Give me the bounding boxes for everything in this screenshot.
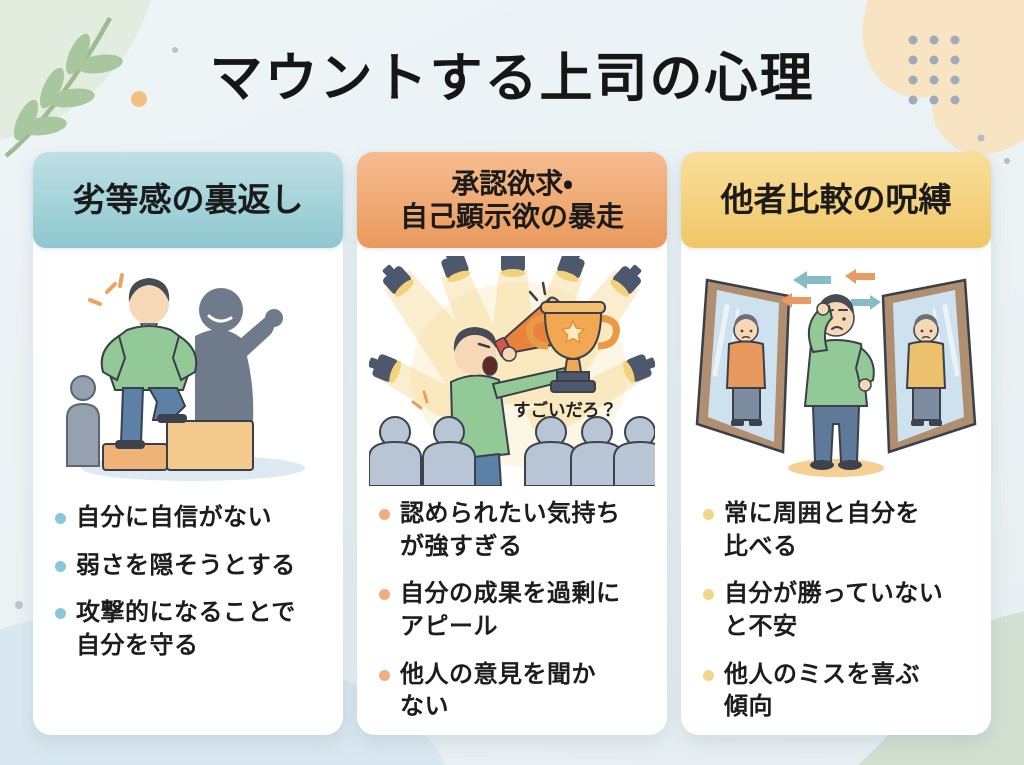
grey-dot-decor [15,601,23,609]
speech-text: すごいだろ？ [513,400,617,420]
bullet-dot [55,513,66,524]
grey-dot-decor [977,134,985,142]
illustration-podium-man [33,256,343,490]
peach-blob-decor [862,0,1024,155]
spotlight-fixtures [369,256,655,384]
bullet-text: 他人の意見を聞か ない [400,660,596,721]
page-title: マウントする上司の心理 [209,49,815,108]
card-header-text: 他者比較の呪縛 [720,180,952,218]
bullet-text: 他人のミスを喜ぶ 傾向 [724,660,920,721]
bullet-dot [703,669,714,681]
podium-step-high [166,420,254,471]
bullet-dot [379,509,390,520]
emphasis-marks [528,281,547,302]
card-other-comparison: 他者比較の呪縛 [681,152,991,735]
reflection-person-yellow [905,314,947,426]
bullet-item: 自分が勝っていない と不安 [703,578,975,643]
bullet-text: 弱さを隠そうとする [76,551,296,579]
card-inferiority-complex: 劣等感の裏返し [33,152,343,735]
orange-dot-decor [131,91,147,107]
bullet-item: 自分の成果を過剰に アピール [379,578,651,643]
bullet-dot [55,608,66,620]
blue-dot-decor [172,47,178,53]
illustration-mirrors [681,256,991,486]
bullet-dot [379,589,390,601]
card-approval-seeking: 承認欲求・ 自己顕示欲の暴走 [357,152,667,735]
bullet-item: 弱さを隠そうとする [55,550,327,583]
bullet-dot [703,509,714,520]
bullet-dot [55,560,66,572]
bullet-dot [379,669,390,681]
card-header-text: 自己顕示欲の暴走 [399,201,624,232]
bullet-item: 常に周囲と自分を 比べる [703,498,975,563]
dot-grid-decor [908,35,960,105]
bullet-text: 認められたい気持ち が強すぎる [400,500,621,560]
small-onlooker-figure [66,375,100,467]
illustration-megaphone-trophy: すごいだろ？ [357,256,667,486]
bullet-item: 他人のミスを喜ぶ 傾向 [703,659,975,724]
sparkle-icon [411,390,429,410]
bullet-text: 常に周囲と自分を 比べる [724,500,920,560]
bullet-item: 自分に自信がない [55,502,327,535]
bullet-text: 自分に自信がない [76,504,272,531]
card-header-text: 劣等感の裏返し [72,180,304,218]
leaf-branch-icon [4,16,123,158]
mirror-left [695,278,791,454]
audience-silhouettes [369,416,655,486]
card-header-approval: 承認欲求・ 自己顕示欲の暴走 [357,152,667,248]
cards-row: 劣等感の裏返し [33,152,991,735]
confident-man-figure [88,273,198,449]
bullet-item: 他人の意見を聞か ない [379,659,651,724]
card-header-inferiority: 劣等感の裏返し [33,152,343,248]
bullet-list: 常に周囲と自分を 比べる 自分が勝っていない と不安 他人のミスを喜ぶ 傾向 [681,498,991,739]
grey-dot-decor [1004,158,1010,164]
card-header-comparison: 他者比較の呪縛 [681,152,991,248]
card-header-text: 承認欲求・ [451,167,573,199]
trophy-icon [526,281,620,393]
bullet-list: 認められたい気持ち が強すぎる 自分の成果を過剰に アピール 他人の意見を聞か … [357,498,667,739]
worried-man-figure [803,294,875,470]
boastful-shadow-figure [195,288,283,446]
compare-arrows [781,269,881,310]
bullet-dot [703,589,714,601]
bullet-list: 自分に自信がない 弱さを隠そうとする 攻撃的になることで 自分を守る [33,502,343,678]
bullet-item: 認められたい気持ち が強すぎる [379,498,651,563]
mirror-right [881,278,977,454]
reflection-person-orange [725,314,767,426]
sparkle-icon [88,273,124,306]
bullet-item: 攻撃的になることで 自分を守る [55,597,327,662]
bullet-text: 自分の成果を過剰に アピール [400,580,621,640]
bullet-text: 自分が勝っていない と不安 [724,580,944,640]
bullet-text: 攻撃的になることで 自分を守る [76,599,296,659]
